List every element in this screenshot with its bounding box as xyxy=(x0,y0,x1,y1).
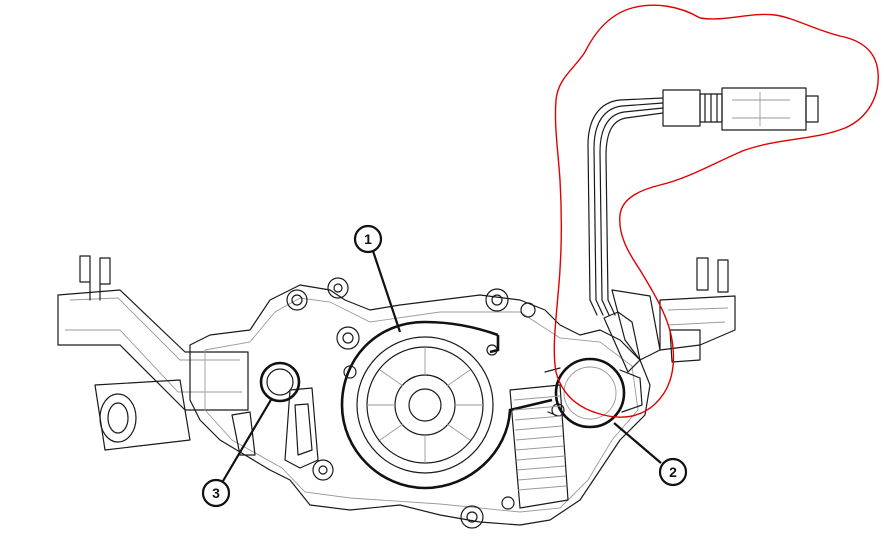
sensor-harness xyxy=(587,97,664,316)
callout-3-label: 3 xyxy=(212,485,220,501)
pump-rotor xyxy=(356,336,494,474)
o-ring xyxy=(259,361,301,403)
callout-2: 2 xyxy=(613,422,688,487)
bolt-bosses xyxy=(286,277,565,529)
callout-3: 3 xyxy=(201,397,273,508)
left-bracket xyxy=(57,255,249,411)
strainer-ribs xyxy=(509,384,569,509)
pump-housing xyxy=(189,284,651,526)
highlight-outline xyxy=(553,4,879,418)
callout-1-label: 1 xyxy=(364,231,372,247)
callout-2-label: 2 xyxy=(669,464,677,480)
right-bracket xyxy=(659,257,736,363)
sensor-connector xyxy=(662,87,819,131)
left-port xyxy=(94,379,191,451)
callout-1: 1 xyxy=(353,224,402,333)
seal-ring xyxy=(340,320,553,490)
sensor-body xyxy=(544,289,661,429)
